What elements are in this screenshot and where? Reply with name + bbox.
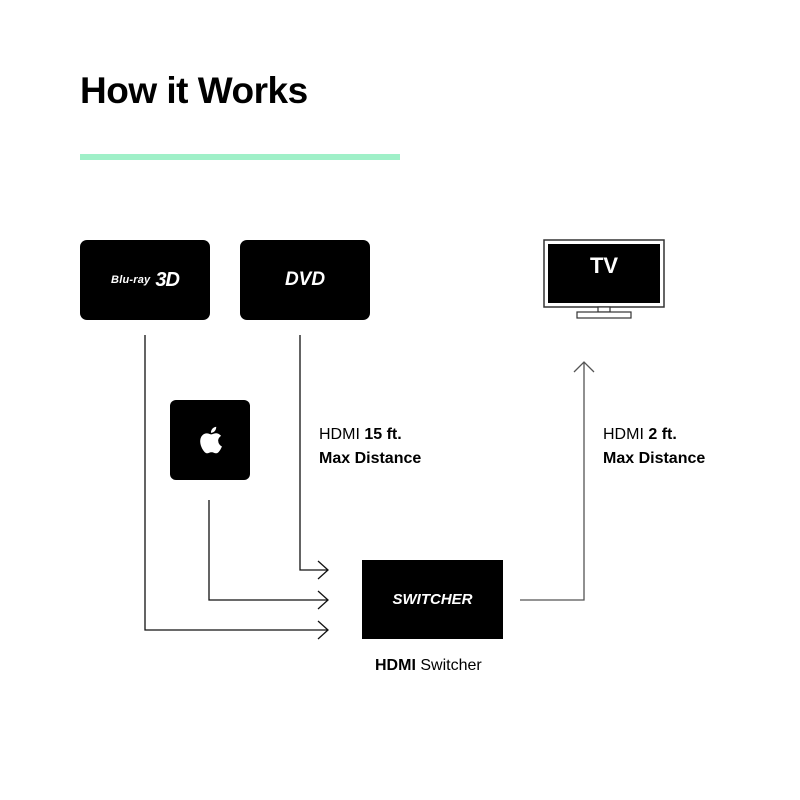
tv-label: TV: [589, 253, 619, 278]
switcher-caption-bold: HDMI: [375, 657, 416, 674]
switcher-label: SWITCHER: [392, 591, 473, 608]
switcher-to-tv-line: [520, 362, 585, 601]
hdmi-switcher-device: SWITCHER: [362, 560, 503, 639]
bluray-arrowhead: [317, 620, 329, 640]
input-cable-length: 15 ft.: [364, 426, 402, 443]
input-cable-annotation: HDMI 15 ft. Max Distance: [319, 423, 421, 471]
input-cable-prefix: HDMI: [319, 426, 360, 443]
tv-icon: [543, 239, 665, 319]
output-cable-annotation: HDMI 2 ft. Max Distance: [603, 423, 705, 471]
dvd-arrowhead: [317, 560, 329, 580]
output-cable-max-distance: Max Distance: [603, 450, 706, 467]
input-cable-max-distance: Max Distance: [319, 450, 422, 467]
tv-device: TV: [543, 239, 665, 322]
appletv-arrowhead: [317, 590, 329, 610]
switcher-caption: HDMI Switcher: [375, 654, 482, 678]
bluray-to-switcher-line: [144, 335, 328, 631]
apple-tv-device: [170, 400, 250, 480]
bluray-logo-text: Blu-ray: [111, 274, 151, 286]
bluray-3d-mark: 3D: [155, 268, 180, 291]
apple-logo-icon: [200, 426, 222, 454]
bluray-3d-device: Blu-ray 3D: [80, 240, 210, 320]
appletv-to-switcher-line: [208, 500, 328, 601]
page-title: How it Works: [80, 70, 308, 111]
tv-arrowhead: [573, 361, 595, 373]
output-cable-prefix: HDMI: [603, 426, 644, 443]
switcher-caption-rest: Switcher: [420, 657, 482, 674]
dvd-device: DVD: [240, 240, 370, 320]
title-accent-bar: [80, 154, 400, 160]
output-cable-length: 2 ft.: [648, 426, 677, 443]
dvd-label: DVD: [284, 269, 326, 290]
